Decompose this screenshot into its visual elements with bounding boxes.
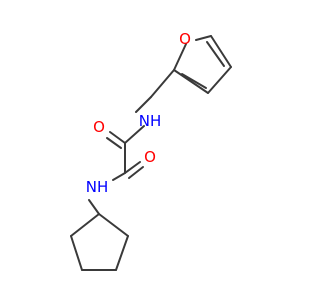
bond-c2-c3 [173,69,209,94]
bond-o-c2 [173,43,187,71]
molecule-structure-diagram: O NH O O NH [70,30,232,271]
cp-bond-5 [70,213,100,237]
bond-c3-c4 [207,66,232,94]
bond-n2-cp [88,199,100,215]
cyclopentane-ring [70,213,129,271]
double-bond-c4-c5 [206,41,225,67]
furan-oxygen-label: O [179,30,191,48]
cp-bond-1 [98,213,129,237]
carbonyl-oxygen-label-1: O [93,118,105,136]
carbonyl-bond-bottom-a [124,161,141,174]
carbonyl-bond-bottom-b [128,166,144,179]
amide-nitrogen-label-1: NH [139,112,162,130]
cp-bond-4 [70,235,83,271]
carbonyl-oxygen-label-2: O [144,148,156,166]
bond-c4-c5 [210,35,232,68]
bond-c5-o [195,35,212,41]
bond-c2-n2 [112,172,126,181]
carbonyl-bond-top-a [109,131,126,144]
double-bond-c2-c3 [181,73,207,89]
furan-ring [173,35,232,94]
bond-ch2-n1 [135,96,152,113]
backbone [88,69,175,215]
amide-nitrogen-label-2: NH [86,178,109,196]
bond-c2-ch2 [150,69,175,98]
bond-n1-c1 [124,125,145,144]
carbonyl-bonds [106,131,144,179]
carbonyl-bond-top-b [106,137,122,149]
cp-bond-2 [115,235,129,271]
